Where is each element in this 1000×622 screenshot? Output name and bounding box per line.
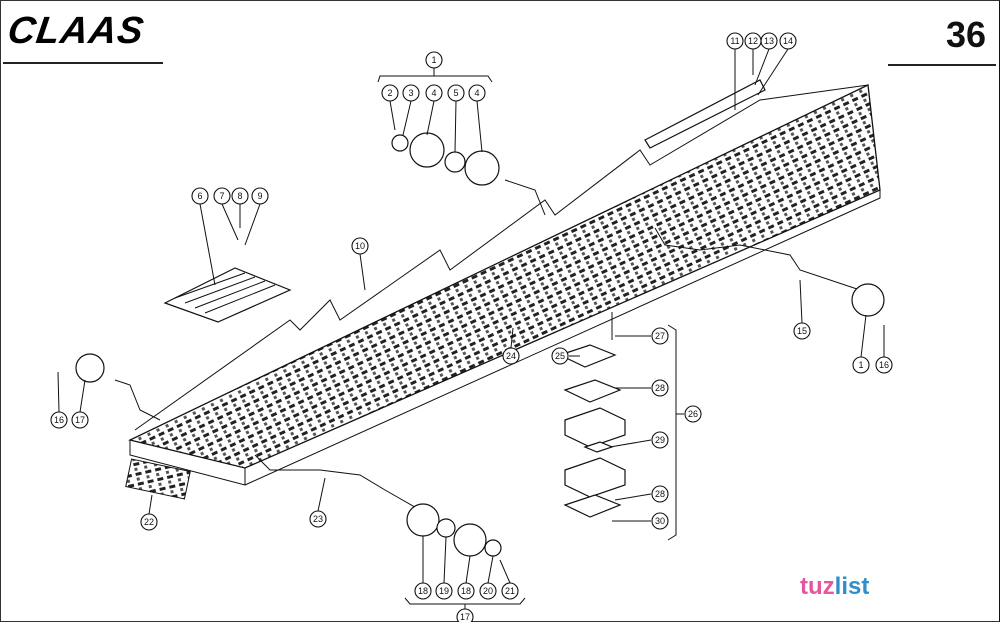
- svg-text:29: 29: [655, 435, 665, 445]
- svg-text:16: 16: [54, 415, 64, 425]
- watermark-part: list: [834, 573, 870, 600]
- callout-23: 23: [309, 510, 327, 528]
- callout-24: 24: [502, 347, 520, 365]
- svg-text:28: 28: [655, 489, 665, 499]
- svg-text:18: 18: [418, 586, 428, 596]
- svg-text:27: 27: [655, 331, 665, 341]
- callout-8: 8: [231, 187, 249, 205]
- callout-30: 30: [651, 512, 669, 530]
- svg-text:2: 2: [387, 88, 392, 98]
- callout-29: 29: [651, 431, 669, 449]
- callout-2: 2: [381, 84, 399, 102]
- svg-text:17: 17: [460, 612, 470, 622]
- callout-18: 18: [414, 582, 432, 600]
- callout-16b: 16: [50, 411, 68, 429]
- callout-28: 28: [651, 379, 669, 397]
- svg-text:1: 1: [858, 360, 863, 370]
- svg-text:7: 7: [219, 191, 224, 201]
- callout-10: 10: [351, 237, 369, 255]
- svg-text:14: 14: [783, 36, 793, 46]
- watermark: tuzlist: [800, 573, 869, 601]
- callout-3: 3: [402, 84, 420, 102]
- svg-text:9: 9: [257, 191, 262, 201]
- watermark-part: tuz: [800, 573, 835, 600]
- bearing-parts-bottom: [406, 503, 502, 557]
- svg-text:20: 20: [483, 586, 493, 596]
- callout-17: 17: [71, 411, 89, 429]
- callout-25: 25: [551, 347, 569, 365]
- bearing-parts-top: [391, 132, 500, 186]
- callout-1b: 1: [852, 356, 870, 374]
- callout-26: 26: [684, 405, 702, 423]
- svg-text:18: 18: [461, 586, 471, 596]
- callout-6: 6: [191, 187, 209, 205]
- callout-9: 9: [251, 187, 269, 205]
- svg-text:28: 28: [655, 383, 665, 393]
- svg-text:16: 16: [879, 360, 889, 370]
- page-number: 36: [945, 14, 986, 55]
- svg-text:15: 15: [797, 326, 807, 336]
- svg-text:12: 12: [748, 36, 758, 46]
- bracket-assembly: [558, 312, 677, 541]
- callout-4b: 4: [468, 84, 486, 102]
- svg-text:6: 6: [197, 191, 202, 201]
- svg-text:30: 30: [655, 516, 665, 526]
- callout-7: 7: [213, 187, 231, 205]
- svg-text:1: 1: [431, 55, 436, 65]
- callout-14: 14: [779, 32, 797, 50]
- svg-text:26: 26: [688, 409, 698, 419]
- svg-text:11: 11: [730, 36, 739, 46]
- flange-bearing-right: [851, 283, 885, 317]
- crank-arm-left: [114, 379, 161, 421]
- callout-27: 27: [651, 327, 669, 345]
- callout-22: 22: [140, 513, 158, 531]
- callout-18b: 18: [457, 582, 475, 600]
- svg-text:21: 21: [505, 586, 515, 596]
- callout-5: 5: [447, 84, 465, 102]
- svg-text:10: 10: [355, 241, 365, 251]
- svg-text:5: 5: [453, 88, 458, 98]
- callout-12: 12: [744, 32, 762, 50]
- rubber-flap: [125, 458, 191, 500]
- callout-11: 11: [726, 32, 744, 50]
- callout-28b: 28: [651, 485, 669, 503]
- crank-shaft-right: [654, 227, 861, 291]
- callout-15: 15: [793, 322, 811, 340]
- callout-16: 16: [875, 356, 893, 374]
- seal-strip: [644, 79, 766, 149]
- divider: [3, 62, 163, 64]
- grain-pan-conveyor: [128, 84, 881, 486]
- callout-21: 21: [501, 582, 519, 600]
- flange-bearing-left: [75, 353, 105, 383]
- svg-text:8: 8: [237, 191, 242, 201]
- svg-text:17: 17: [75, 415, 85, 425]
- svg-text:19: 19: [439, 586, 449, 596]
- callout-20: 20: [479, 582, 497, 600]
- svg-text:24: 24: [506, 351, 516, 361]
- svg-text:25: 25: [555, 351, 565, 361]
- divider: [888, 64, 996, 66]
- svg-text:3: 3: [408, 88, 413, 98]
- svg-text:4: 4: [431, 88, 436, 98]
- svg-text:23: 23: [313, 514, 323, 524]
- leader-lines: [57, 48, 885, 610]
- callout-13: 13: [760, 32, 778, 50]
- strip-plates: [163, 267, 292, 323]
- pipe: [504, 179, 546, 216]
- callout-4: 4: [425, 84, 443, 102]
- callout-19: 19: [435, 582, 453, 600]
- svg-text:22: 22: [144, 517, 154, 527]
- callout-1: 1: [425, 51, 443, 69]
- svg-text:13: 13: [764, 36, 774, 46]
- crank-shaft-left: [254, 454, 421, 511]
- callout-17b: 17: [456, 608, 474, 622]
- svg-text:4: 4: [474, 88, 479, 98]
